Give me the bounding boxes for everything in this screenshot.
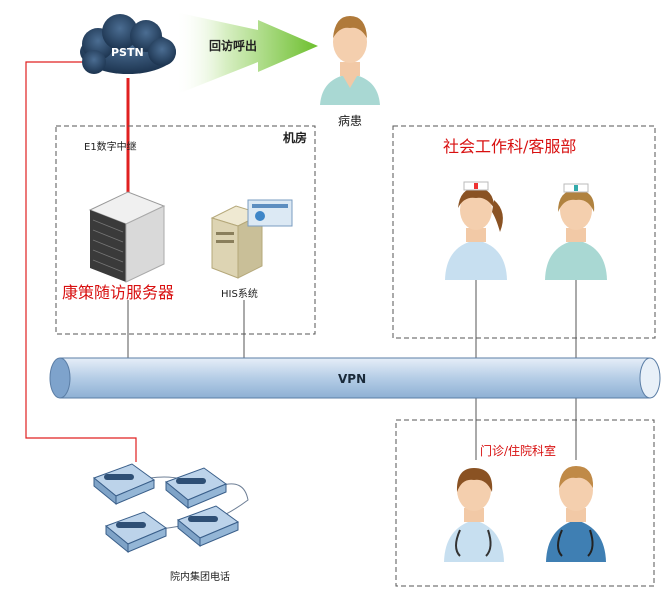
server-label: 康策随访服务器 — [62, 283, 174, 302]
clinic-dept-box — [395, 419, 655, 587]
patient-icon — [320, 16, 380, 105]
his-computer-icon — [210, 199, 293, 279]
machine-room-box — [55, 125, 316, 335]
phone-icon — [165, 467, 228, 510]
phones-label: 院内集团电话 — [170, 570, 230, 583]
nurse-icon — [445, 181, 507, 280]
clinic-label-bg — [478, 442, 574, 458]
vpn-label: VPN — [338, 372, 366, 386]
machine-room-label: 机房 — [283, 130, 307, 145]
doctor-icon — [444, 468, 504, 562]
social-dept-label: 社会工作科/客服部 — [443, 137, 576, 156]
phone-icon — [177, 505, 240, 548]
social-dept-box — [392, 125, 656, 339]
red-phone-line — [25, 61, 137, 462]
server-icon — [88, 191, 166, 283]
doctor-icon — [546, 466, 606, 562]
clinic-dept-label: 门诊/住院科室 — [480, 443, 556, 458]
e1-label: E1数字中继 — [84, 140, 137, 153]
callout-arrow — [175, 12, 318, 95]
patient-label: 病患 — [338, 113, 362, 128]
nurse-icon — [545, 183, 607, 280]
pstn-label: PSTN — [111, 46, 144, 59]
vpn-pipe — [49, 357, 661, 399]
pstn-cloud-icon — [80, 14, 176, 74]
phone-icon — [93, 463, 156, 506]
his-label: HIS系统 — [221, 287, 258, 300]
callout-label: 回访呼出 — [209, 38, 257, 53]
vpn-connectors — [127, 280, 577, 460]
phone-icon — [105, 511, 168, 554]
